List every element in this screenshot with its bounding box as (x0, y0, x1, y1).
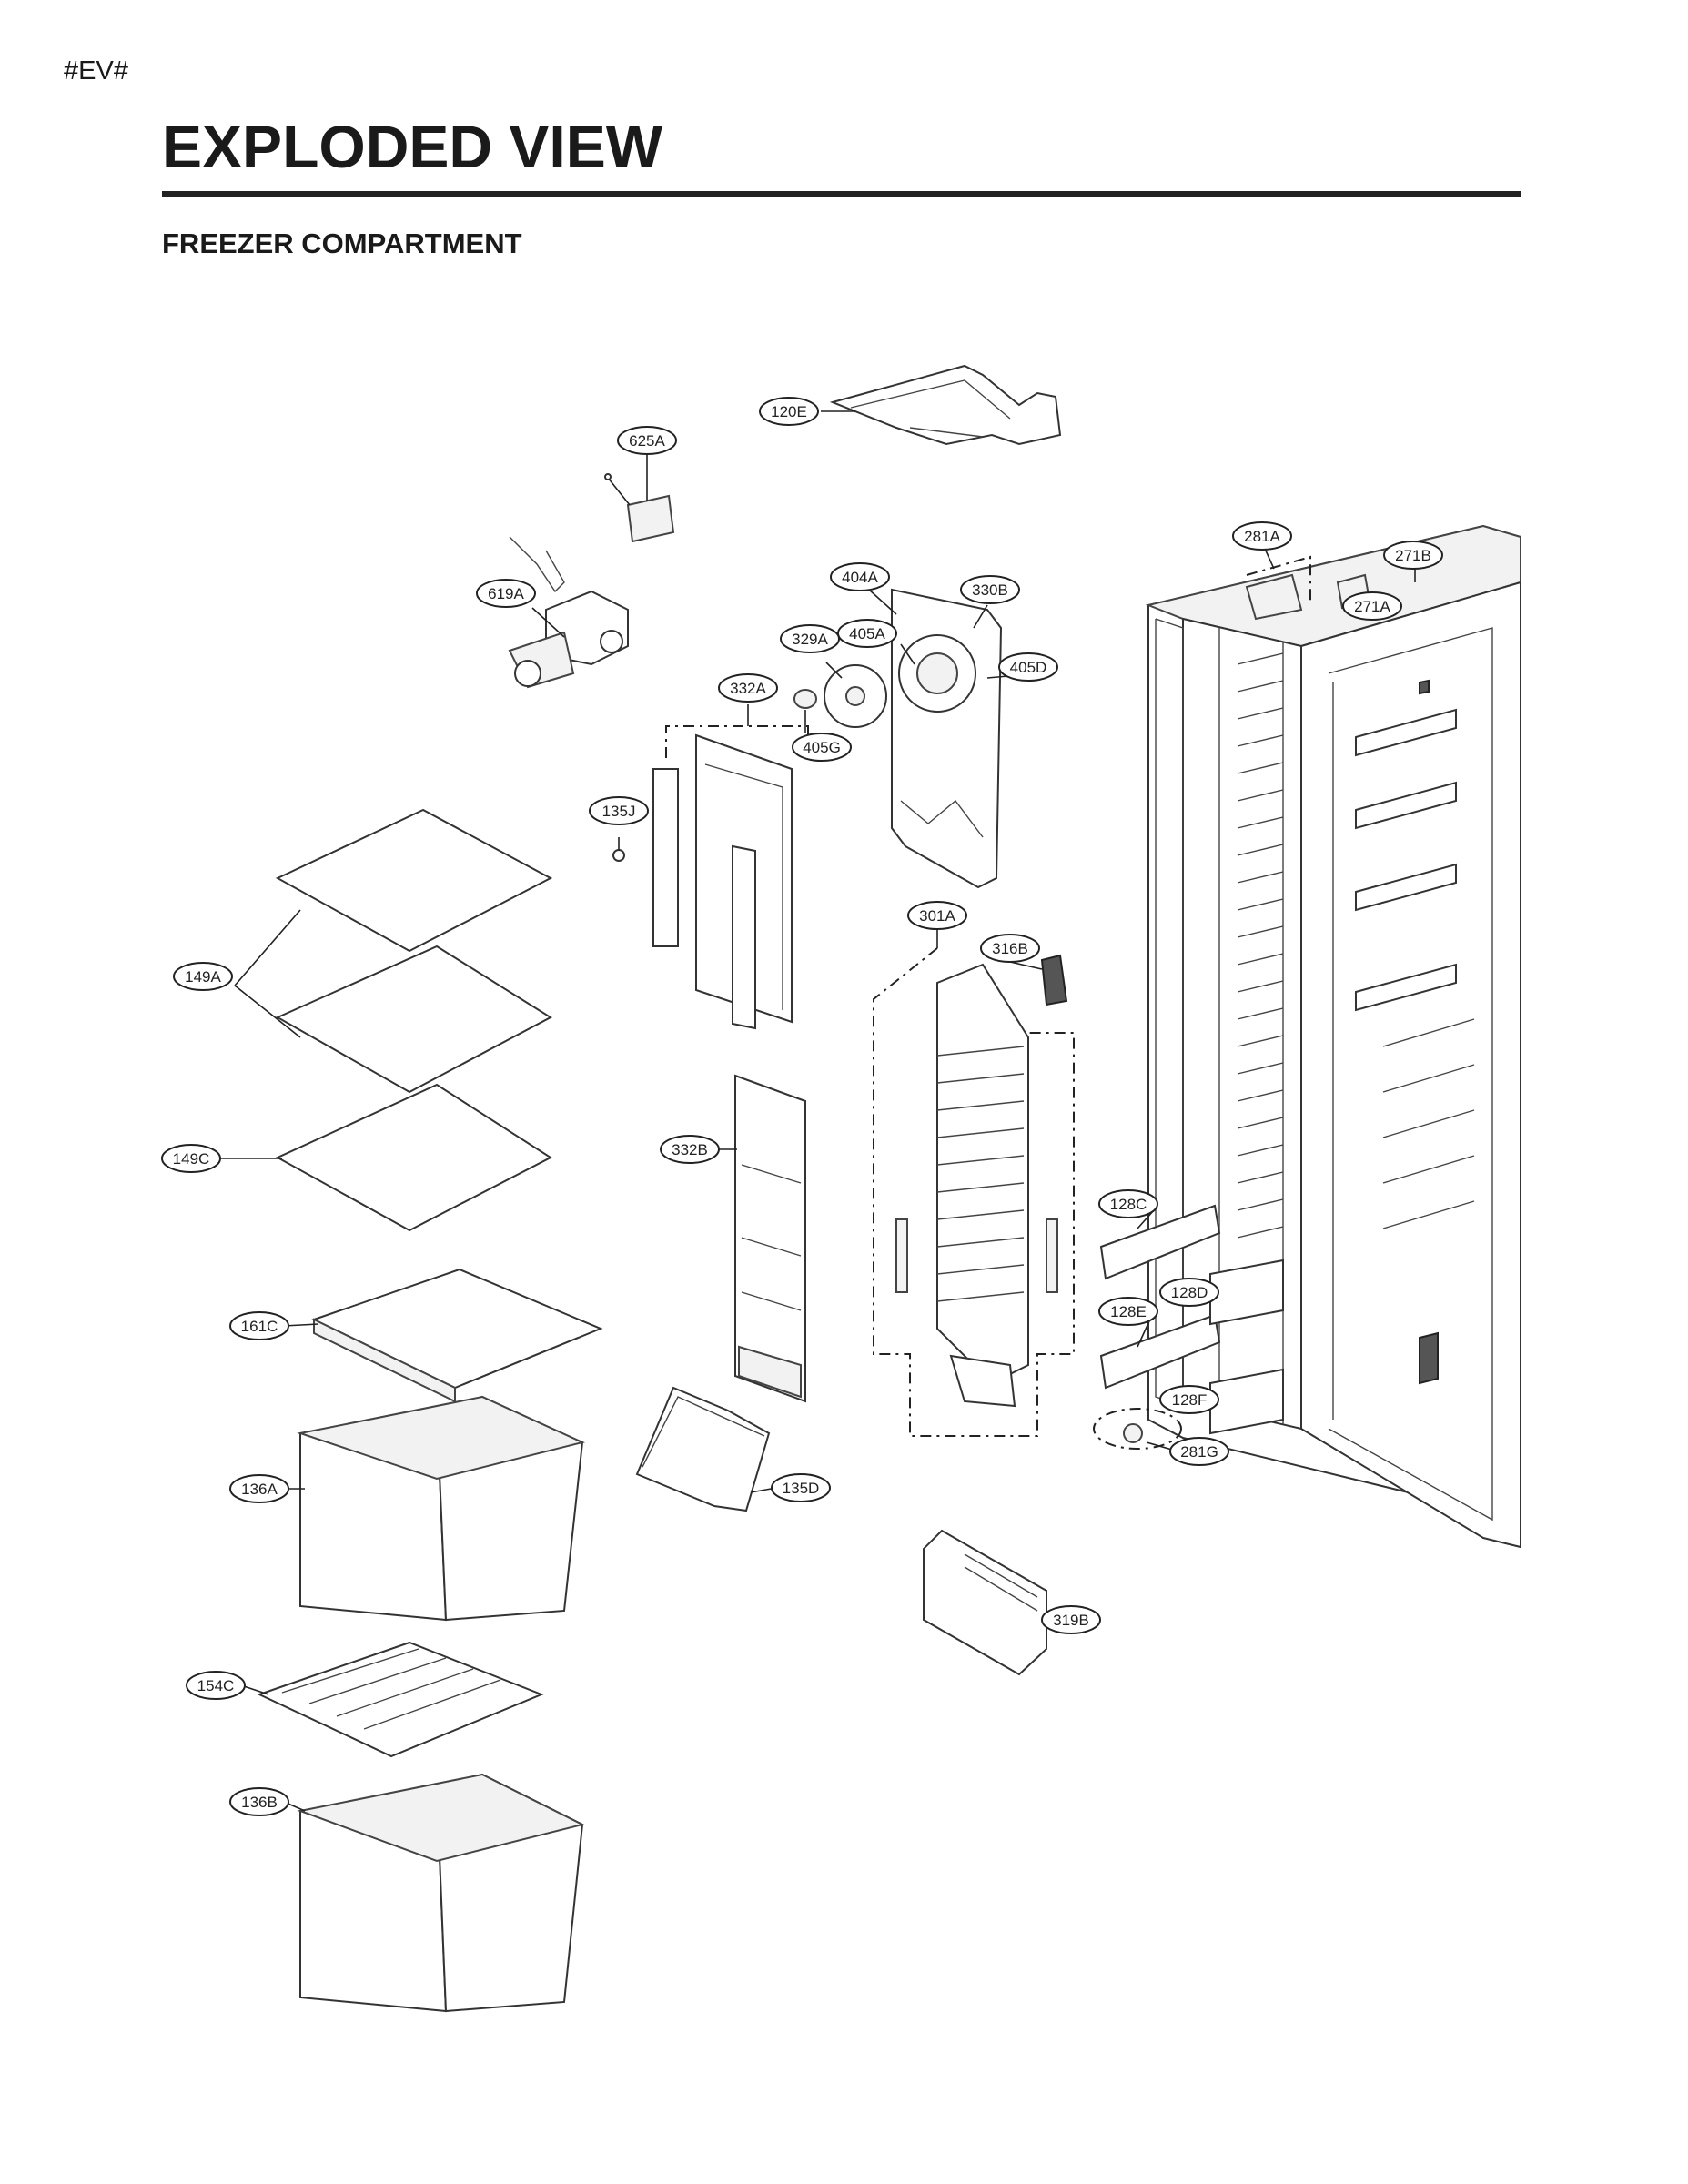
part-625A-sensor (604, 473, 675, 543)
part-135J-screw (612, 849, 625, 862)
part-329A-fan (824, 664, 887, 728)
svg-text:128D: 128D (1171, 1284, 1208, 1301)
callout-332A: 332A (718, 673, 778, 703)
svg-text:135D: 135D (783, 1480, 820, 1497)
part-619A-valve (508, 536, 629, 689)
callout-404A: 404A (830, 562, 890, 592)
svg-text:271B: 271B (1395, 547, 1431, 564)
svg-text:271A: 271A (1354, 598, 1390, 615)
part-405G-cap (793, 689, 817, 709)
callout-135D: 135D (771, 1473, 831, 1502)
part-120E-duct (829, 364, 1062, 446)
svg-text:619A: 619A (488, 585, 524, 602)
part-149A-shelf-middle (275, 945, 553, 1094)
part-330B-fan-housing (891, 588, 1003, 889)
callout-149A: 149A (173, 962, 233, 991)
svg-text:135J: 135J (602, 803, 636, 820)
svg-text:120E: 120E (771, 403, 807, 420)
page-title: EXPLODED VIEW (162, 113, 663, 180)
part-136A-drawer (297, 1395, 586, 1622)
callout-120E: 120E (759, 397, 819, 426)
part-149C-shelf (275, 1083, 553, 1232)
svg-text:281G: 281G (1180, 1443, 1218, 1461)
svg-text:405D: 405D (1010, 659, 1047, 676)
svg-text:332A: 332A (730, 680, 766, 697)
svg-text:332B: 332B (672, 1141, 708, 1158)
svg-text:405A: 405A (849, 625, 885, 642)
svg-text:301A: 301A (919, 907, 955, 925)
callout-316B: 316B (980, 934, 1040, 963)
svg-text:281A: 281A (1244, 528, 1280, 545)
callout-281G: 281G (1169, 1437, 1229, 1466)
svg-text:319B: 319B (1053, 1612, 1089, 1629)
svg-text:625A: 625A (629, 432, 665, 450)
callout-128D: 128D (1159, 1278, 1219, 1307)
svg-text:405G: 405G (803, 739, 841, 756)
part-316B-block (1040, 954, 1068, 1006)
callout-332B: 332B (660, 1135, 720, 1164)
svg-text:316B: 316B (992, 940, 1028, 957)
callout-330B: 330B (960, 575, 1020, 604)
part-128E-rail (1099, 1313, 1221, 1390)
callout-619A: 619A (476, 579, 536, 608)
part-161C-tray (311, 1268, 603, 1403)
callout-136B: 136B (229, 1787, 289, 1816)
part-128D-bracket (1209, 1259, 1284, 1326)
section-subtitle: FREEZER COMPARTMENT (162, 228, 522, 259)
cabinet-shelf-rails (1237, 652, 1475, 1239)
svg-text:161C: 161C (241, 1318, 278, 1335)
svg-text:329A: 329A (792, 631, 828, 648)
callout-136A: 136A (229, 1474, 289, 1503)
callout-301A: 301A (907, 901, 967, 930)
callout-281A: 281A (1232, 521, 1292, 551)
svg-text:128F: 128F (1172, 1391, 1208, 1409)
callout-405G: 405G (792, 733, 852, 762)
callout-128C: 128C (1098, 1189, 1158, 1218)
svg-text:136B: 136B (241, 1794, 278, 1811)
svg-text:404A: 404A (842, 569, 878, 586)
callout-271B: 271B (1383, 541, 1443, 570)
callout-319B: 319B (1041, 1605, 1101, 1634)
callout-405D: 405D (998, 652, 1058, 682)
callout-149C: 149C (161, 1144, 221, 1173)
svg-text:128C: 128C (1110, 1196, 1147, 1213)
callout-128E: 128E (1098, 1297, 1158, 1326)
svg-text:136A: 136A (241, 1481, 278, 1498)
part-128F-bracket (1209, 1368, 1284, 1435)
callout-154C: 154C (186, 1671, 246, 1700)
part-149A-shelf-top (275, 808, 553, 953)
callout-329A: 329A (780, 624, 840, 653)
svg-text:330B: 330B (972, 581, 1008, 599)
svg-text:149C: 149C (173, 1150, 210, 1168)
part-319B-bracket (923, 1529, 1047, 1676)
callout-271A: 271A (1342, 592, 1402, 621)
svg-text:128E: 128E (1110, 1303, 1147, 1320)
part-128C-rail (1099, 1204, 1221, 1280)
callout-405A: 405A (837, 619, 897, 648)
callout-161C: 161C (229, 1311, 289, 1340)
part-154C-basket (257, 1641, 544, 1758)
callout-625A: 625A (617, 426, 677, 455)
title-rule (162, 191, 1521, 197)
part-136B-drawer (297, 1773, 585, 2013)
part-301A-evaporator (873, 921, 1075, 1437)
part-135D-filter (635, 1386, 771, 1512)
part-332B-panel (734, 1074, 806, 1403)
callout-128F: 128F (1159, 1385, 1219, 1414)
part-332A-cover (652, 704, 809, 1030)
part-281A-cover (1246, 555, 1311, 601)
page-code: #EV# (64, 56, 128, 86)
svg-text:154C: 154C (197, 1677, 235, 1694)
part-281G-damper (1093, 1408, 1182, 1450)
svg-text:149A: 149A (185, 968, 221, 986)
callout-135J: 135J (589, 796, 649, 825)
